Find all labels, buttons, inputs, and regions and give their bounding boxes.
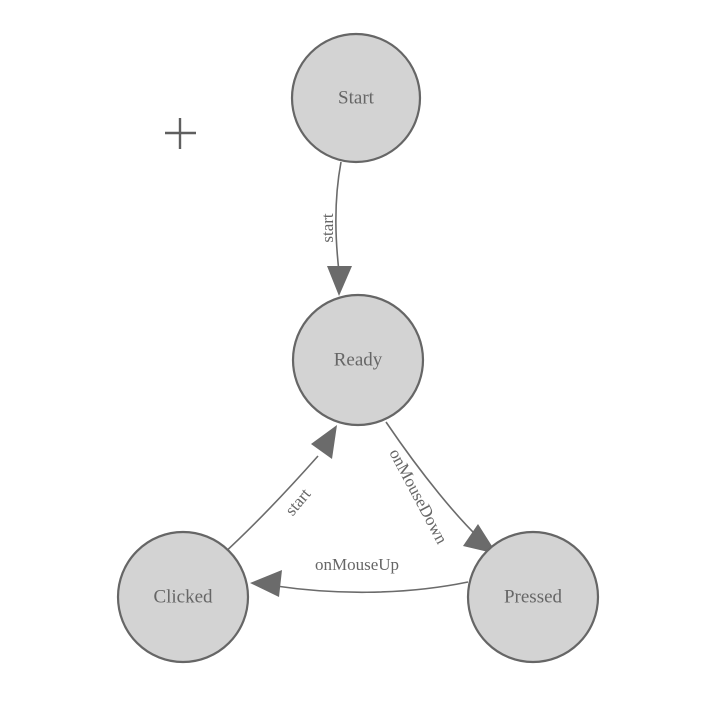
state-label-ready: Ready — [334, 349, 383, 370]
edge-line-pressed-to-clicked — [275, 581, 469, 594]
plus-marker[interactable] — [165, 118, 196, 149]
arrowhead-into-pressed — [463, 524, 497, 554]
edge-clicked-to-ready[interactable] — [221, 425, 337, 556]
node-ready[interactable]: Ready — [291, 293, 425, 427]
arrowhead-into-ready-bottom — [311, 425, 337, 459]
edge-ready-to-pressed[interactable] — [385, 421, 497, 554]
arrowhead-into-ready-top — [327, 266, 352, 296]
edge-line-start-to-ready — [335, 161, 342, 273]
state-label-clicked: Clicked — [153, 586, 213, 607]
edge-line-ready-to-pressed — [385, 421, 482, 541]
edge-line-clicked-to-ready — [221, 455, 319, 556]
state-circle-clicked[interactable] — [116, 530, 250, 664]
edge-start-to-ready[interactable] — [327, 161, 352, 296]
node-start[interactable]: Start — [290, 32, 422, 164]
state-circle-pressed[interactable] — [466, 530, 600, 664]
state-label-pressed: Pressed — [504, 586, 563, 607]
arrowhead-into-clicked — [250, 570, 282, 597]
edge-pressed-to-clicked[interactable] — [250, 570, 469, 597]
state-label-start: Start — [338, 87, 375, 108]
node-pressed[interactable]: Pressed — [466, 530, 600, 664]
edge-label-clicked-to-ready: start — [281, 484, 315, 519]
state-circle-start[interactable] — [290, 32, 422, 164]
node-clicked[interactable]: Clicked — [116, 530, 250, 664]
state-circle-ready[interactable] — [291, 293, 425, 427]
edge-label-pressed-to-clicked: onMouseUp — [315, 555, 399, 574]
edge-label-start-to-ready: start — [318, 213, 337, 243]
